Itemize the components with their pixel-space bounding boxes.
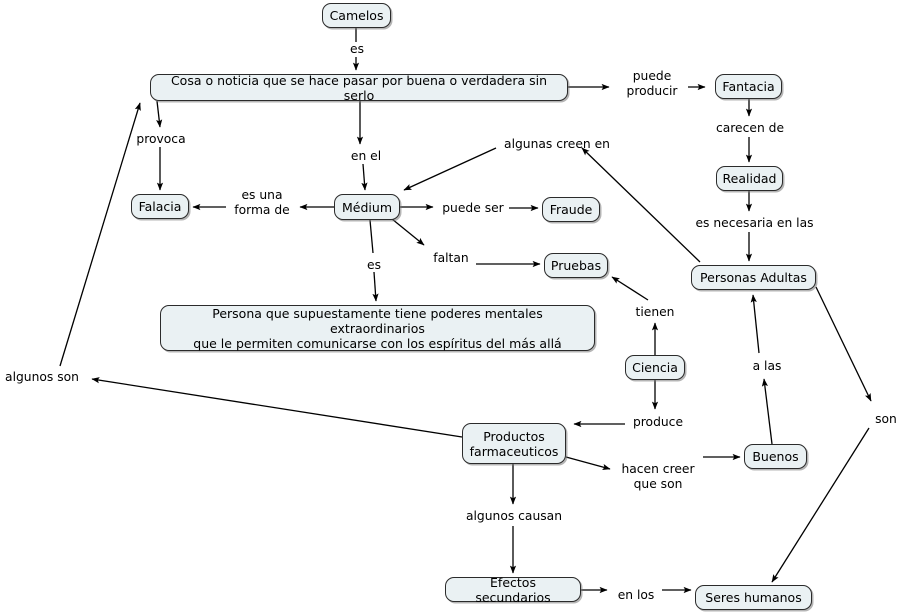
node-medium[interactable]: Médium — [334, 194, 400, 220]
link-label-algunos-causan: algunos causan — [465, 509, 562, 523]
link-label-en-los: en los — [617, 588, 655, 602]
link-label-a-las: a las — [752, 359, 782, 373]
edge-tienen-pruebas — [611, 276, 649, 301]
node-fraude[interactable]: Fraude — [542, 197, 600, 222]
link-label-algunos-son: algunos son — [5, 370, 79, 384]
link-label-puede-ser: puede ser — [442, 201, 504, 215]
node-personas-adultas[interactable]: Personas Adultas — [691, 265, 816, 290]
link-label-en-el: en el — [350, 149, 382, 163]
link-label-es-necesaria-en-las: es necesaria en las — [695, 216, 814, 230]
edge-algunascreen-medium — [403, 147, 497, 191]
link-label-es: es — [350, 42, 364, 56]
edge-buenos-alas — [761, 378, 773, 445]
edge-algunosson-cosa — [59, 102, 141, 367]
link-label-algunas-creen-en: algunas creen en — [504, 137, 610, 151]
link-label-puede-producir: puede producir — [626, 69, 678, 98]
link-label-faltan: faltan — [433, 251, 469, 265]
link-label-es-una-forma-de: es una forma de — [234, 188, 290, 217]
link-label-produce: produce — [632, 415, 684, 429]
node-ciencia[interactable]: Ciencia — [625, 355, 685, 380]
link-label-carecen-de: carecen de — [715, 121, 785, 135]
edge-alas-personas — [750, 294, 760, 354]
link-label-hacen-creer-que-son: hacen creer que son — [621, 462, 695, 491]
edge-personas-son — [815, 286, 872, 402]
node-buenos[interactable]: Buenos — [744, 444, 807, 469]
edge-enel-medium — [361, 163, 368, 191]
node-pruebas[interactable]: Pruebas — [544, 253, 608, 278]
node-seres-humanos[interactable]: Seres humanos — [695, 585, 812, 610]
edge-medium-faltan — [391, 218, 425, 246]
edge-es2-persona — [372, 271, 379, 302]
edge-medium-es2 — [369, 219, 374, 254]
edge-cosa-provoca — [156, 100, 163, 128]
node-fantacia[interactable]: Fantacia — [715, 74, 782, 99]
link-label-provoca: provoca — [136, 132, 186, 146]
node-cosa-o-noticia[interactable]: Cosa o noticia que se hace pasar por bue… — [150, 73, 568, 103]
node-falacia[interactable]: Falacia — [131, 194, 189, 219]
edge-productos-hacencreer — [565, 456, 611, 471]
link-label-es-2: es — [367, 258, 381, 272]
node-realidad[interactable]: Realidad — [716, 166, 783, 191]
node-efectos-secundarios[interactable]: Efectos secundarios — [445, 575, 581, 605]
link-label-son: son — [875, 412, 897, 426]
link-label-tienen: tienen — [635, 305, 675, 319]
node-productos-farmaceuticos[interactable]: Productos farmaceuticos — [462, 423, 566, 464]
edge-productos-algunosson — [91, 377, 463, 438]
node-persona-definicion[interactable]: Persona que supuestamente tiene poderes … — [160, 305, 595, 351]
node-camelos[interactable]: Camelos — [322, 3, 391, 28]
